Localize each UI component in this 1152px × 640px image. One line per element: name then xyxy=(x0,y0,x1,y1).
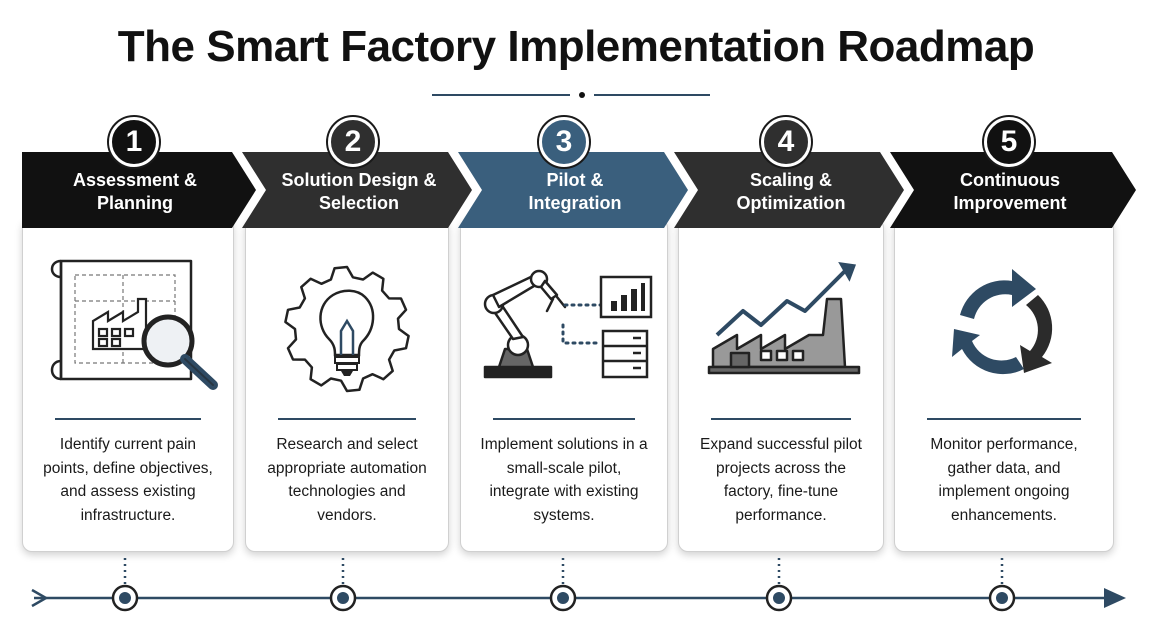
timeline-node-4 xyxy=(765,558,793,612)
step-card-rule xyxy=(711,418,851,420)
gear-lightbulb-icon xyxy=(284,265,410,393)
step-number-badge-1: 1 xyxy=(109,117,159,167)
step-number-badge-2: 2 xyxy=(328,117,378,167)
step-description-1: Identify current pain points, define obj… xyxy=(43,436,213,524)
timeline-start-arrow xyxy=(31,588,49,608)
step-description-4: Expand successful pilot projects across … xyxy=(700,436,862,524)
step-number-badge-4: 4 xyxy=(761,117,811,167)
step-card-4: Expand successful pilot projects across … xyxy=(678,218,884,552)
timeline-node-5 xyxy=(988,558,1016,612)
title-dot xyxy=(579,92,585,98)
blueprint-magnifier-icon xyxy=(50,259,218,390)
step-heading-5: Continuous Improvement xyxy=(953,170,1067,213)
step-card-5: Monitor performance, gather data, and im… xyxy=(894,218,1114,552)
timeline xyxy=(31,558,1126,612)
step-card-rule xyxy=(278,418,416,420)
step-description-3: Implement solutions in a small-scale pil… xyxy=(480,436,648,524)
step-card-rule xyxy=(927,418,1081,420)
step-card-rule xyxy=(493,418,635,420)
chevron-bar xyxy=(22,152,1136,228)
timeline-nodes xyxy=(111,558,1016,612)
step-card-rule xyxy=(55,418,201,420)
robot-arm-icon xyxy=(483,269,653,379)
title-rule-right xyxy=(594,94,710,96)
step-heading-2: Solution Design & Selection xyxy=(281,170,437,213)
timeline-end-arrow-icon xyxy=(1104,588,1126,608)
page-title: The Smart Factory Implementation Roadmap xyxy=(117,22,1035,71)
step-description-2: Research and select appropriate automati… xyxy=(267,436,427,524)
step-number-badge-3: 3 xyxy=(539,117,589,167)
step-description-5: Monitor performance, gather data, and im… xyxy=(930,436,1078,524)
step-number-badge-5: 5 xyxy=(984,117,1034,167)
step-card-2: Research and select appropriate automati… xyxy=(245,218,449,552)
timeline-node-3 xyxy=(549,558,577,612)
timeline-node-1 xyxy=(111,558,139,612)
step-card-1: Identify current pain points, define obj… xyxy=(22,218,234,552)
cycle-arrows-icon xyxy=(952,269,1053,375)
step-card-3: Implement solutions in a small-scale pil… xyxy=(460,218,668,552)
title-rule-left xyxy=(432,94,570,96)
step-heading-3: Pilot & Integration xyxy=(528,170,622,213)
step-heading-4: Scaling & Optimization xyxy=(736,170,846,213)
timeline-node-2 xyxy=(329,558,357,612)
factory-growth-icon xyxy=(707,261,861,375)
step-heading-1: Assessment & Planning xyxy=(72,170,198,213)
